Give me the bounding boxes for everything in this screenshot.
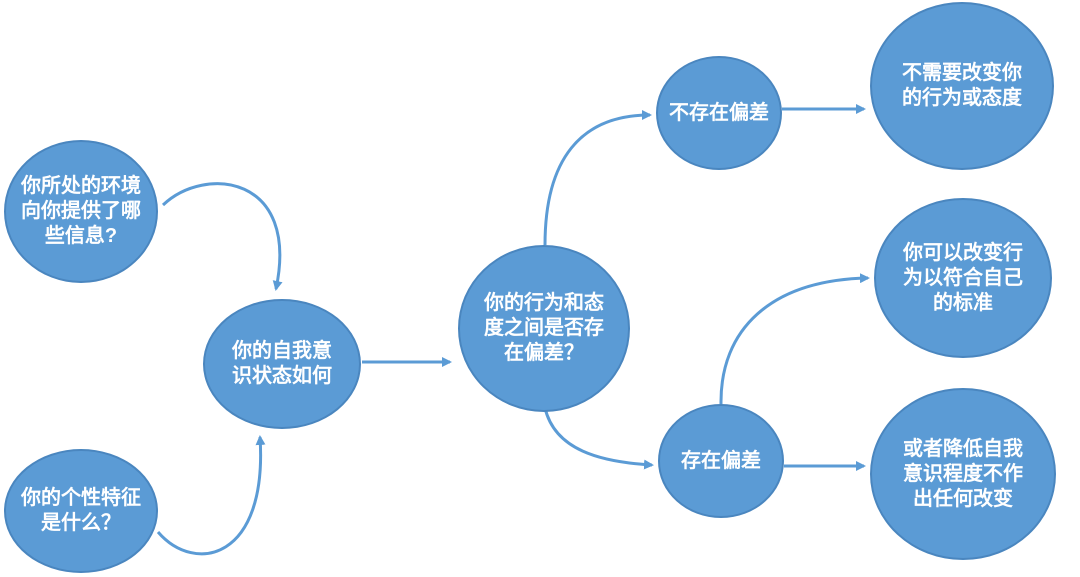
node-discrepancy-question: 你的行为和态度之间是否存在偏差？	[458, 245, 630, 412]
arrow-has-gap-to-change	[719, 273, 870, 405]
arrow-question-to-has-gap	[543, 407, 654, 470]
node-has-discrepancy: 存在偏差	[658, 404, 784, 518]
arrow-personality-to-self	[156, 435, 266, 556]
node-self-awareness: 你的自我意识状态如何	[203, 299, 361, 429]
node-change-behavior-label: 你可以改变行为以符合自己的标准	[903, 241, 1023, 314]
node-no-change-needed-label: 不需要改变你的行为或态度	[902, 62, 1022, 109]
node-no-discrepancy-label: 不存在偏差	[669, 101, 769, 124]
node-lower-awareness: 或者降低自我意识程度不作出任何改变	[870, 388, 1056, 560]
arrow-environment-to-self	[161, 182, 283, 291]
arrow-question-to-no-gap	[543, 110, 652, 246]
node-has-discrepancy-label: 存在偏差	[681, 449, 761, 472]
node-change-behavior: 你可以改变行为以符合自己的标准	[874, 198, 1052, 358]
node-self-awareness-label: 你的自我意识状态如何	[232, 340, 332, 387]
node-environment-info: 你所处的环境向你提供了哪些信息?	[4, 140, 158, 283]
node-personality-label: 你的个性特征是什么？	[21, 487, 141, 534]
node-discrepancy-question-label: 你的行为和态度之间是否存在偏差？	[484, 292, 604, 364]
node-environment-info-label: 你所处的环境向你提供了哪些信息?	[21, 175, 141, 247]
node-personality: 你的个性特征是什么？	[4, 449, 158, 573]
node-lower-awareness-label: 或者降低自我意识程度不作出任何改变	[903, 437, 1023, 510]
node-no-discrepancy: 不存在偏差	[656, 56, 782, 170]
node-no-change-needed: 不需要改变你的行为或态度	[870, 2, 1054, 170]
